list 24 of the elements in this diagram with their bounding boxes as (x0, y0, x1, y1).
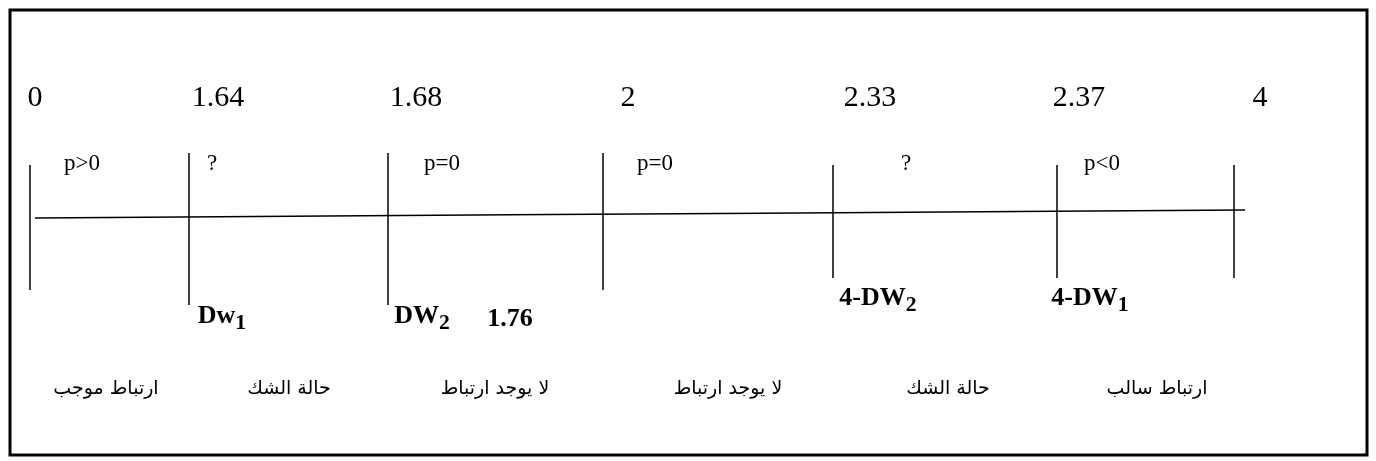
region-symbol: p>0 (64, 150, 100, 176)
critical-value-label: Dw$_{1}$ (197, 301, 247, 335)
critical-value-label: 1.76 (487, 303, 533, 333)
region-label: ارتباط سالب (1106, 376, 1208, 398)
region-symbol: p=0 (637, 150, 673, 176)
region-symbol: p<0 (1084, 150, 1120, 176)
tick-value: 2.37 (1052, 78, 1106, 112)
critical-value-label: 4-DW$_{2}$ (839, 283, 917, 317)
tick-value: 0 (27, 78, 43, 112)
region-symbol: ? (206, 150, 218, 176)
critical-value-label: 4-DW$_{1}$ (1051, 283, 1129, 317)
region-label: لا يوجد ارتباط (440, 376, 550, 398)
region-label: لا يوجد ارتباط (673, 376, 783, 398)
region-symbol: ? (900, 150, 912, 176)
tick-value: 1.68 (389, 78, 443, 112)
tick-value: 1.64 (191, 78, 245, 112)
tick-value: 2.33 (843, 78, 897, 112)
region-label: حالة الشك (906, 376, 990, 398)
region-label: ارتباط موجب (53, 376, 159, 398)
tick-value: 2 (620, 78, 636, 112)
tick-value: 4 (1252, 78, 1268, 112)
critical-value-label: DW$_{2}$ (394, 301, 450, 335)
region-symbol: p=0 (424, 150, 460, 176)
region-label: حالة الشك (247, 376, 331, 398)
